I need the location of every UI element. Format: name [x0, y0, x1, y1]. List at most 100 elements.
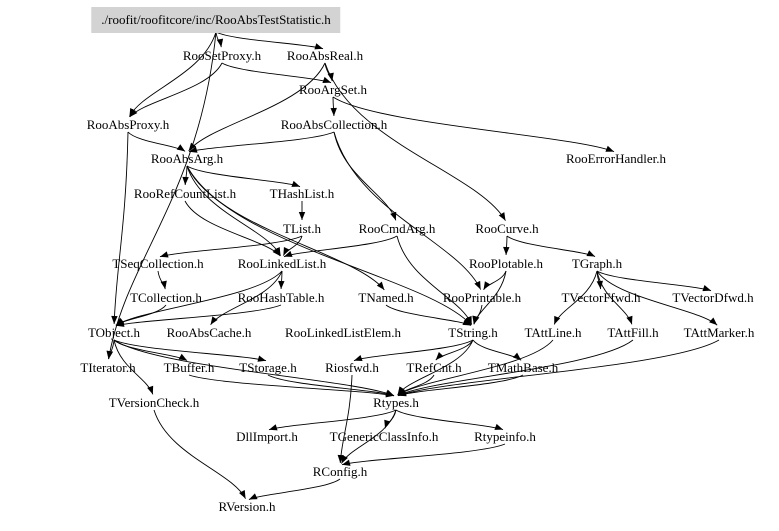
- node-roocmdarg[interactable]: RooCmdArg.h: [358, 221, 436, 236]
- edge-root-to-RooAbsReal: [215, 31, 324, 50]
- arrowhead-icon: [494, 423, 504, 430]
- node-tattmarker[interactable]: TAttMarker.h: [683, 325, 755, 340]
- arrowhead-icon: [248, 493, 258, 500]
- arrowhead-icon: [465, 315, 472, 325]
- node-rooabsreal[interactable]: RooAbsReal.h: [286, 48, 364, 63]
- edge-Rtypes-to-DllImport: [268, 409, 397, 431]
- node-rtypes[interactable]: Rtypes.h: [373, 395, 419, 410]
- arrowhead-icon: [435, 352, 444, 361]
- edge-TAttFill-to-Rtypes: [397, 339, 634, 396]
- edge-RooAbsProxy-to-RooAbsArg: [127, 131, 186, 152]
- arrowhead-icon: [512, 352, 522, 361]
- node-tcollection[interactable]: TCollection.h: [130, 290, 202, 305]
- node-tattfill[interactable]: TAttFill.h: [607, 325, 659, 340]
- node-rooabscollection[interactable]: RooAbsCollection.h: [280, 117, 388, 132]
- arrowhead-icon: [341, 459, 351, 466]
- arrowhead-icon: [129, 108, 138, 117]
- arrowhead-icon: [472, 315, 479, 325]
- arrowhead-icon: [385, 390, 395, 397]
- node-trefcnt[interactable]: TRefCnt.h: [406, 360, 462, 375]
- arrowhead-icon: [314, 43, 324, 50]
- node-roosetproxy[interactable]: RooSetProxy.h: [182, 48, 262, 63]
- arrowhead-icon: [160, 280, 167, 290]
- edge-TStorage-to-Rtypes: [267, 374, 395, 397]
- node-rconfig[interactable]: RConfig.h: [312, 464, 368, 479]
- edge-RooAbsCollection-to-RooCmdArg: [333, 131, 397, 221]
- node-rooerrorhandler[interactable]: RooErrorHandler.h: [565, 151, 667, 166]
- edge-RooAbsCollection-to-RooAbsArg: [188, 131, 335, 153]
- arrowhead-icon: [159, 251, 169, 258]
- edge-TList-to-TSeqCollection: [159, 235, 303, 258]
- node-rtypeinfo[interactable]: Rtypeinfo.h: [474, 429, 536, 444]
- edge-TObject-to-TStorage: [113, 339, 267, 362]
- arrowhead-icon: [283, 246, 290, 256]
- arrowhead-icon: [216, 38, 224, 48]
- arrowhead-icon: [586, 250, 596, 257]
- edge-TNamed-to-TString: [385, 304, 472, 326]
- node-titerator[interactable]: TIterator.h: [80, 360, 136, 375]
- node-tgraph[interactable]: TGraph.h: [571, 256, 623, 271]
- node-tvectordfwd[interactable]: TVectorDfwd.h: [672, 290, 754, 305]
- edge-RooAbsProxy-to-TObject: [113, 131, 129, 325]
- node-roohashtable[interactable]: RooHashTable.h: [237, 290, 325, 305]
- arrowhead-icon: [176, 144, 186, 152]
- edge-RooSetProxy-to-RooAbsProxy: [129, 62, 223, 118]
- edge-RConfig-to-RVersion: [248, 478, 341, 500]
- arrowhead-icon: [330, 107, 337, 117]
- arrowhead-icon: [341, 455, 348, 464]
- edge-RooArgSet-to-RooErrorHandler: [332, 96, 615, 153]
- edge-TAttMarker-to-Rtypes: [397, 339, 720, 397]
- node-rooabsarg[interactable]: RooAbsArg.h: [150, 151, 224, 166]
- arrowhead-icon: [283, 250, 293, 257]
- arrowhead-icon: [483, 281, 491, 290]
- edge-RooSetProxy-to-RooArgSet: [221, 62, 332, 84]
- node-tseqcollection[interactable]: TSeqCollection.h: [112, 256, 204, 271]
- node-tobject[interactable]: TObject.h: [87, 325, 141, 340]
- node-rooargset[interactable]: RooArgSet.h: [298, 82, 368, 97]
- node-rooprintable[interactable]: RooPrintable.h: [442, 290, 522, 305]
- edge-RooCmdArg-to-TString: [396, 235, 473, 325]
- arrowhead-icon: [376, 281, 385, 290]
- arrowhead-icon: [188, 142, 197, 151]
- arrowhead-icon: [239, 490, 246, 499]
- edge-TObject-to-Rtypes: [113, 339, 395, 397]
- node-tnamed[interactable]: TNamed.h: [358, 290, 414, 305]
- edge-RooCurve-to-TGraph: [506, 235, 596, 257]
- node-rooplotable[interactable]: RooPlotable.h: [468, 256, 544, 271]
- node-riosfwd[interactable]: Riosfwd.h: [325, 360, 379, 375]
- node-tmathbase[interactable]: TMathBase.h: [487, 360, 559, 375]
- node-tgenericclassinfo[interactable]: TGenericClassInfo.h: [329, 429, 439, 444]
- edge-TMathBase-to-Rtypes: [397, 374, 524, 397]
- arrowhead-icon: [390, 211, 397, 221]
- node-root-file[interactable]: ./roofit/roofitcore/inc/RooAbsTestStatis…: [91, 7, 341, 33]
- arrowhead-icon: [397, 386, 406, 396]
- arrowhead-icon: [298, 212, 306, 220]
- arrowhead-icon: [291, 180, 301, 187]
- node-tlist[interactable]: TList.h: [283, 221, 321, 236]
- node-tvectorffwd[interactable]: TVectorFfwd.h: [561, 290, 641, 305]
- node-rooabsproxy[interactable]: RooAbsProxy.h: [86, 117, 170, 132]
- node-roolinkedlistelem[interactable]: RooLinkedListElem.h: [285, 325, 401, 340]
- node-rooabscache[interactable]: RooAbsCache.h: [166, 325, 252, 340]
- edge-RooAbsArg-to-THashList: [186, 165, 301, 188]
- edge-TGraph-to-TAttMarker: [596, 270, 718, 326]
- node-tversioncheck[interactable]: TVersionCheck.h: [108, 395, 200, 410]
- arrowhead-icon: [268, 424, 278, 431]
- node-tstring[interactable]: TString.h: [448, 325, 498, 340]
- node-rversion[interactable]: RVersion.h: [218, 499, 276, 514]
- edge-RooAbsArg-to-TString: [186, 165, 472, 326]
- node-tstorage[interactable]: TStorage.h: [239, 360, 297, 375]
- edge-TString-to-Riosfwd: [353, 339, 474, 362]
- node-thashlist[interactable]: THashList.h: [269, 186, 335, 201]
- node-tattline[interactable]: TAttLine.h: [524, 325, 582, 340]
- arrowhead-icon: [554, 315, 561, 325]
- node-roorefcountlist[interactable]: RooRefCountList.h: [133, 186, 237, 201]
- arrowhead-icon: [182, 176, 189, 186]
- node-tbuffer[interactable]: TBuffer.h: [163, 360, 215, 375]
- edge-RooAbsReal-to-RooCurve: [324, 62, 506, 221]
- node-dllimport[interactable]: DllImport.h: [236, 429, 298, 444]
- arrowhead-icon: [702, 285, 712, 292]
- node-roolinkedlist[interactable]: RooLinkedList.h: [237, 256, 327, 271]
- node-roocurve[interactable]: RooCurve.h: [475, 221, 539, 236]
- arrowhead-icon: [596, 280, 603, 290]
